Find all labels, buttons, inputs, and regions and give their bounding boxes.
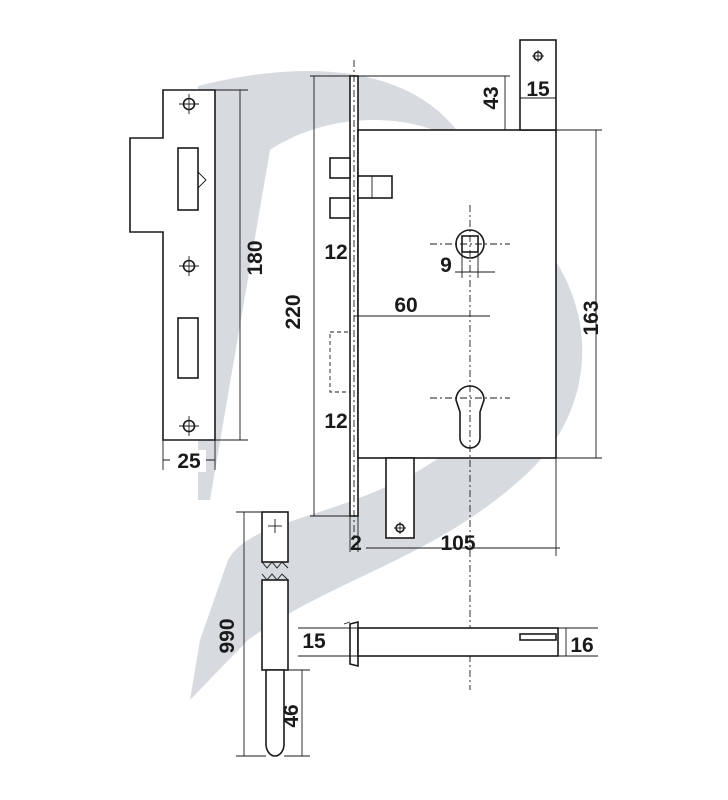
latch-lower-hidden bbox=[329, 331, 351, 393]
dimension-43-label: 43 bbox=[480, 86, 503, 109]
screw-hole-top-icon bbox=[179, 94, 199, 114]
bolt-head bbox=[349, 620, 359, 668]
dimension-15-top: 15 bbox=[519, 78, 557, 102]
dimension-25: 25 bbox=[162, 440, 216, 473]
top-bolt-pin-icon bbox=[532, 50, 544, 62]
dimension-12-lower: 12 bbox=[324, 410, 347, 433]
bolt-shaft bbox=[357, 627, 559, 657]
dimension-180-label: 180 bbox=[244, 240, 267, 275]
dimension-105-label: 105 bbox=[440, 532, 475, 555]
dimension-15-top-label: 15 bbox=[526, 78, 550, 101]
dimension-12-upper-label: 12 bbox=[324, 241, 347, 264]
screw-hole-bottom-icon bbox=[179, 416, 199, 436]
dimension-60: 60 bbox=[354, 294, 490, 317]
dimension-15-bolt-label: 15 bbox=[302, 630, 326, 653]
dimension-46-label: 46 bbox=[280, 704, 303, 727]
dimension-60-label: 60 bbox=[394, 294, 417, 317]
dimension-163: 163 bbox=[556, 129, 603, 459]
extension-rod bbox=[261, 511, 289, 757]
rod-pin-icon bbox=[268, 519, 282, 533]
cylinder-keyhole-icon bbox=[455, 385, 485, 449]
strike-plate-outline bbox=[129, 89, 216, 441]
dimension-16: 16 bbox=[556, 627, 598, 657]
dimension-25-label: 25 bbox=[177, 450, 201, 473]
dimension-46: 46 bbox=[280, 669, 310, 757]
bolt-notch bbox=[519, 633, 557, 641]
dimension-9-label: 9 bbox=[440, 254, 452, 277]
rod-tip bbox=[265, 669, 285, 757]
screw-hole-middle-icon bbox=[179, 256, 199, 276]
dimension-180: 180 bbox=[215, 89, 267, 441]
dimension-9: 9 bbox=[440, 252, 495, 278]
dimension-2: 2 bbox=[349, 516, 362, 555]
dimension-220-label: 220 bbox=[282, 294, 305, 329]
latch-upper-1 bbox=[329, 157, 351, 179]
latch-upper-2 bbox=[329, 197, 351, 219]
dimension-105: 105 bbox=[366, 458, 560, 556]
dimension-220: 220 bbox=[282, 75, 350, 517]
dimension-43: 43 bbox=[358, 75, 520, 131]
bottom-bolt-pin-icon bbox=[394, 522, 406, 534]
horizontal-bolt bbox=[343, 620, 559, 668]
dimension-2-label: 2 bbox=[350, 532, 362, 555]
dimension-990-label: 990 bbox=[216, 618, 239, 653]
strike-slot-upper bbox=[177, 147, 199, 211]
strike-slot-lower bbox=[177, 317, 199, 379]
latch-bracket bbox=[357, 175, 393, 199]
dimension-163-label: 163 bbox=[580, 300, 603, 335]
dimension-15-bolt: 15 bbox=[298, 627, 358, 657]
rod-lower-segment bbox=[261, 579, 289, 671]
dimension-12-upper: 12 bbox=[324, 241, 347, 264]
dimension-990: 990 bbox=[216, 511, 266, 757]
dimension-12-lower-label: 12 bbox=[324, 410, 347, 433]
dimension-16-label: 16 bbox=[570, 634, 593, 657]
lock-body bbox=[329, 39, 557, 690]
strike-plate bbox=[129, 89, 216, 441]
